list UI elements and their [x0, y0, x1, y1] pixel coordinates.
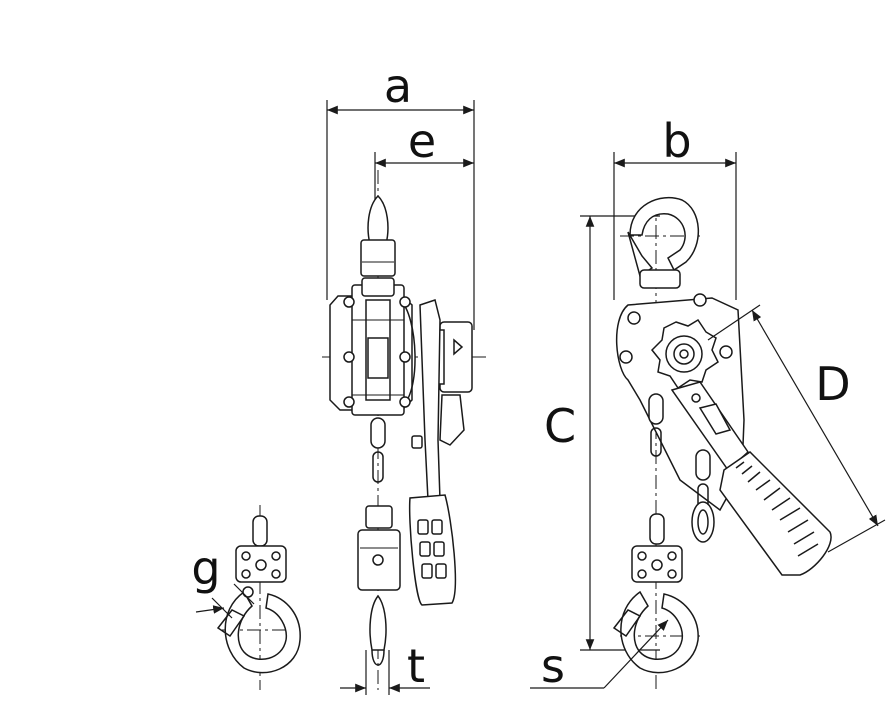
front-view-hoist: [612, 196, 832, 690]
label-d: D: [815, 357, 850, 411]
dimension-d: [707, 304, 886, 553]
dimension-g: [195, 583, 255, 619]
detail-view-hook: [216, 505, 301, 690]
dimension-a: [326, 100, 475, 330]
dimension-b: [613, 152, 737, 300]
label-a: a: [384, 59, 412, 113]
label-s: s: [541, 639, 565, 693]
label-e: e: [408, 114, 436, 168]
side-view-hoist: [322, 170, 488, 690]
label-t: t: [407, 639, 425, 693]
label-g: g: [191, 541, 220, 595]
label-b: b: [662, 114, 691, 168]
dimension-t: [340, 650, 430, 695]
dimension-e: [374, 152, 474, 200]
label-c: C: [544, 399, 576, 453]
dimension-s: [530, 619, 669, 689]
